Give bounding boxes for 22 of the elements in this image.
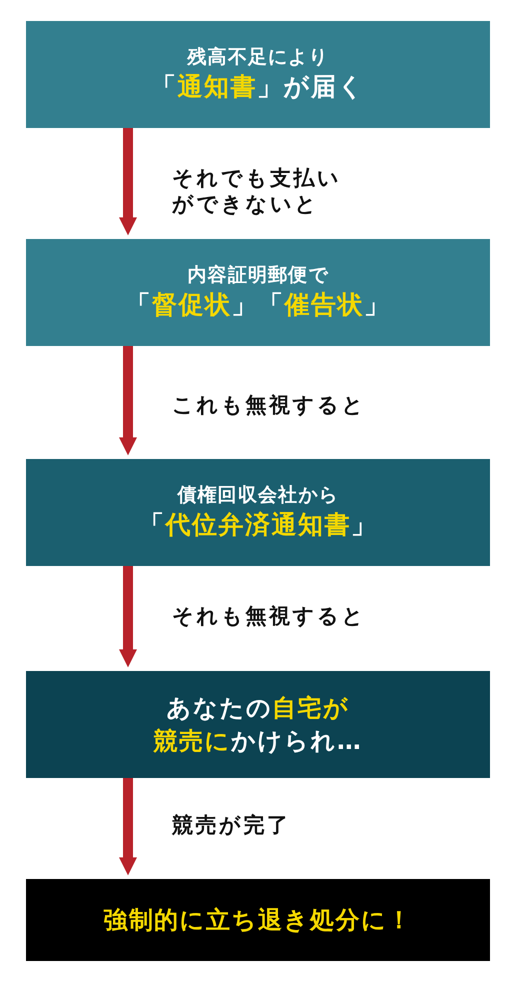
step-box	[26, 239, 490, 346]
step-text: 残高不足により	[188, 44, 328, 70]
step-text: 競売にかけられ…	[154, 726, 362, 756]
edge-label: 競売が完了	[172, 812, 291, 838]
step-text: 「通知書」が届く	[151, 71, 365, 104]
step-text: 債権回収会社から	[177, 482, 339, 508]
arrow	[119, 128, 137, 236]
step-text: 「代位弁済通知書」	[138, 509, 378, 542]
arrow	[119, 778, 137, 876]
step-text: 「督促状」「催告状」	[126, 289, 390, 322]
edge-label: それでも支払いができないと	[172, 165, 343, 218]
step-box	[26, 671, 490, 778]
arrow	[119, 346, 137, 456]
step-box	[26, 459, 490, 566]
step-text: あなたの自宅が	[166, 693, 350, 724]
step-box	[26, 879, 490, 961]
edge-label: それも無視すると	[172, 603, 366, 630]
step-box	[26, 21, 490, 128]
step-text: 内容証明郵便で	[188, 262, 328, 288]
step-text: 強制的に立ち退き処分に！	[103, 904, 413, 936]
edge-label: これも無視すると	[172, 392, 366, 418]
arrow	[119, 566, 137, 668]
